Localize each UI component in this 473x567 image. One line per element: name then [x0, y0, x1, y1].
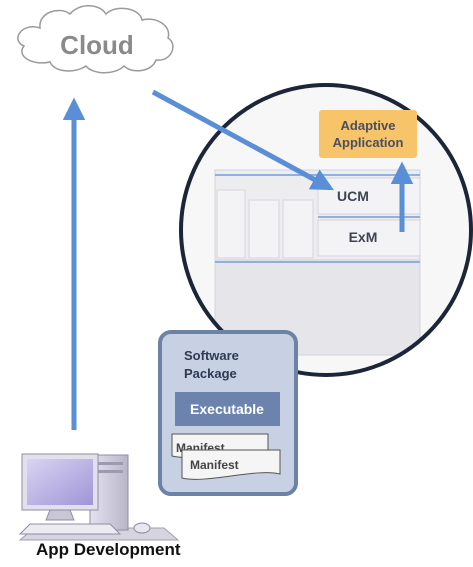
software-package-title-line1: Software: [184, 348, 239, 363]
computer-icon: [18, 453, 180, 541]
adaptive-application-label-line1: Adaptive: [341, 118, 396, 133]
software-package-title-line2: Package: [184, 366, 237, 381]
ecu-zoom-circle: [179, 83, 473, 377]
cloud-to-ucm-arrow: [151, 89, 334, 191]
app-development-label: App Development: [36, 540, 181, 559]
cloud-label: Cloud: [60, 30, 134, 60]
cloud-shape: [17, 5, 174, 74]
executable-box: [175, 392, 280, 426]
executable-label: Executable: [190, 401, 264, 417]
ucm-label: UCM: [337, 188, 369, 204]
exm-label: ExM: [349, 229, 378, 245]
manifest-document-front: [181, 449, 281, 480]
adaptive-application-box: [319, 110, 417, 158]
manifest-front-label: Manifest: [190, 458, 239, 472]
adaptive-application-label-line2: Application: [333, 135, 404, 150]
